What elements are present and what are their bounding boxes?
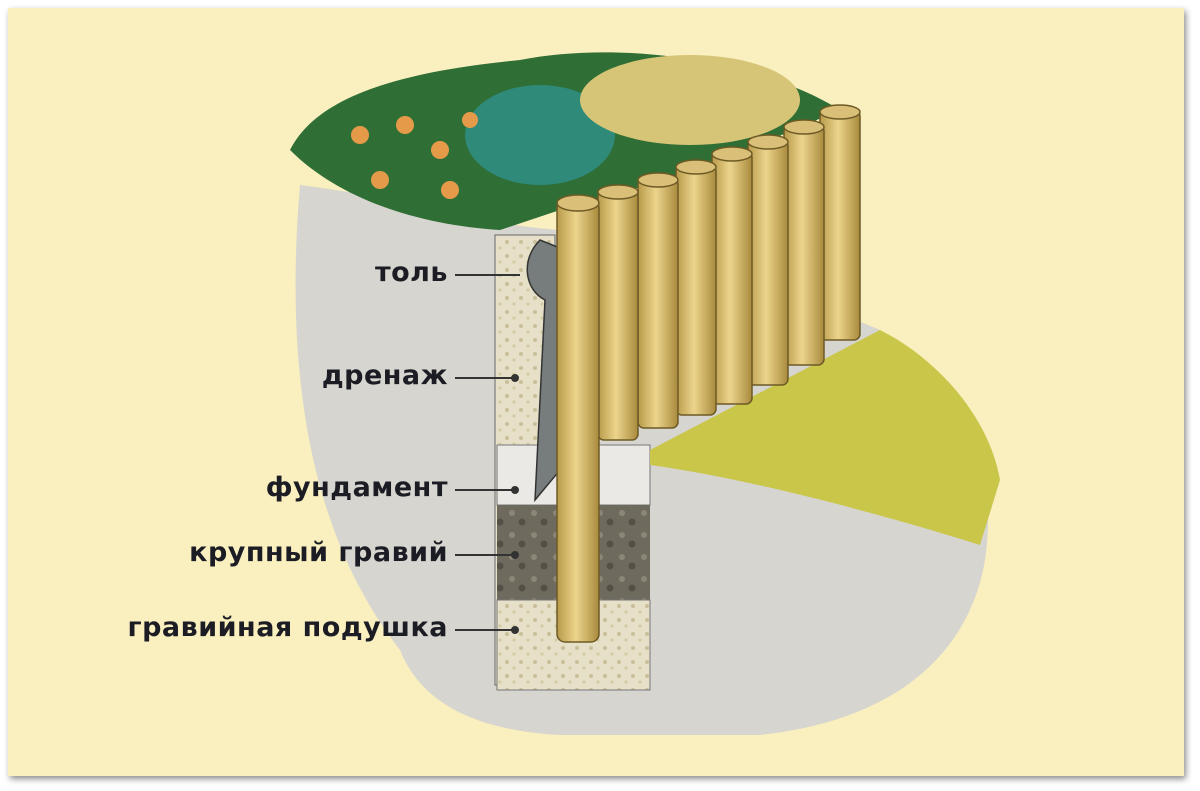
lawn [650, 330, 1000, 545]
orange-blossoms [351, 112, 478, 199]
label-foundation: фундамент [265, 472, 448, 503]
label-gravel-cushion: гравийная подушка [127, 612, 448, 643]
log-palisade [556, 104, 861, 643]
label-drainage: дренаж [321, 360, 448, 391]
label-roofing-felt: толь [374, 257, 448, 288]
label-coarse-gravel: крупный гравий [189, 537, 448, 568]
yellow-flowers [580, 55, 800, 145]
roofing-felt [526, 239, 566, 503]
leader-lines [455, 274, 520, 634]
blue-flowers [465, 85, 615, 185]
